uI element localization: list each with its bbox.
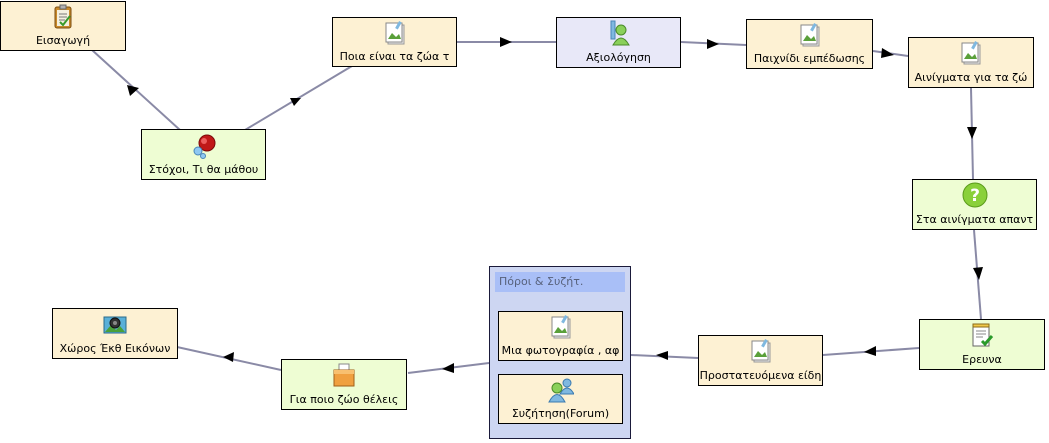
node-photo[interactable]: Μια φωτογραφία , αφ [498, 311, 623, 361]
ballot-box-icon [333, 363, 355, 387]
image-page-icon [800, 23, 819, 47]
node-label: Ερευνα [962, 353, 1002, 366]
arrowhead [973, 267, 983, 280]
node-goals[interactable]: Στόχοι, Τι θα μάθου [141, 129, 266, 180]
node-label: Χώρος Έκθ Εικόνων [59, 342, 171, 355]
node-what-animals[interactable]: Ποια είναι τα ζώα τ [332, 17, 457, 67]
arrowhead [223, 352, 234, 362]
gallery-icon [103, 316, 127, 334]
arrowhead [500, 37, 512, 47]
node-game[interactable]: Παιχνίδι εμπέδωσης [746, 19, 873, 69]
node-intro[interactable]: Εισαγωγή [0, 1, 126, 51]
arrowhead [127, 85, 139, 96]
node-protected[interactable]: Προστατευόμενα είδη [698, 335, 823, 386]
node-forum[interactable]: Συζήτηση(Forum) [498, 374, 623, 424]
group-title: Πόροι & Συζήτ. [495, 272, 625, 292]
image-page-icon [961, 41, 981, 65]
arrowhead [707, 39, 719, 49]
arrowhead [442, 363, 454, 373]
question-icon: ? [962, 182, 987, 208]
node-label: Μια φωτογραφία , αφ [501, 344, 620, 357]
arrowhead [864, 346, 876, 356]
node-label: Αξιολόγηση [586, 51, 651, 64]
node-label: Συζήτηση(Forum) [511, 407, 610, 420]
image-page-icon [551, 315, 570, 339]
molecule-icon [193, 134, 215, 159]
node-riddles[interactable]: Αινίγματα για τα ζώ [908, 37, 1034, 88]
users-forum-icon [547, 378, 574, 403]
node-label: Αινίγματα για τα ζώ [914, 71, 1028, 84]
user-assessment-icon [610, 20, 630, 46]
clipboard-icon [54, 4, 72, 29]
node-label: Στα αινίγματα απαντ [915, 213, 1034, 226]
node-assessment[interactable]: Αξιολόγηση [556, 17, 681, 68]
node-which-animal[interactable]: Για ποιο ζώο θέλεις [281, 359, 407, 410]
node-label: Παιχνίδι εμπέδωσης [753, 52, 866, 65]
svg-text:?: ? [970, 186, 980, 206]
arrowhead [967, 127, 977, 139]
arrowhead [290, 98, 301, 106]
node-label: Εισαγωγή [35, 34, 91, 47]
node-label: Στόχοι, Τι θα μάθου [148, 163, 259, 176]
node-label: Για ποιο ζώο θέλεις [289, 393, 399, 406]
node-gallery[interactable]: Χώρος Έκθ Εικόνων [52, 308, 178, 359]
node-label: Ποια είναι τα ζώα τ [339, 50, 450, 63]
checklist-icon [972, 323, 994, 347]
resources-group[interactable]: Πόροι & Συζήτ. Μια φωτογραφία , αφ Συζήτ… [489, 266, 631, 439]
arrowhead [881, 48, 894, 58]
node-riddle-answers[interactable]: ? Στα αινίγματα απαντ [912, 179, 1037, 230]
node-research[interactable]: Ερευνα [919, 319, 1045, 370]
image-page-icon [385, 21, 404, 45]
image-page-icon [751, 339, 770, 363]
arrowhead [656, 351, 668, 360]
node-label: Προστατευόμενα είδη [699, 369, 822, 382]
